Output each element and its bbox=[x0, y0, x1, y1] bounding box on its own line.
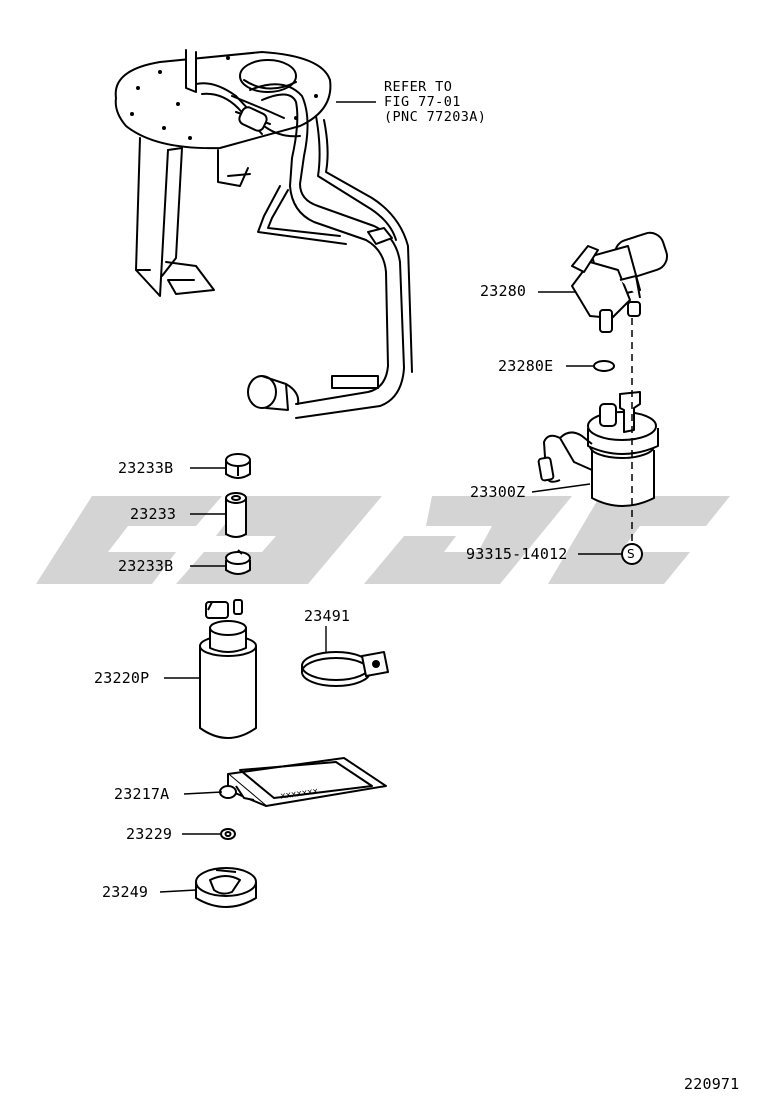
part-label-23233B-top[interactable]: 23233B bbox=[118, 459, 174, 477]
hose-drawing bbox=[225, 492, 247, 538]
fuel-pump-drawing bbox=[199, 599, 257, 739]
part-label-23233B-bottom[interactable]: 23233B bbox=[118, 557, 174, 575]
part-label-23491[interactable]: 23491 bbox=[304, 607, 351, 625]
band-clamp-drawing bbox=[301, 651, 389, 687]
clamp-top-drawing bbox=[225, 453, 251, 479]
pressure-regulator-drawing bbox=[571, 231, 669, 333]
reference-note-line3: (PNC 77203A) bbox=[384, 109, 487, 125]
part-label-23229[interactable]: 23229 bbox=[126, 825, 173, 843]
leader-lines bbox=[159, 101, 622, 893]
reference-note-line2: FIG 77-01 bbox=[384, 94, 461, 110]
reference-note-line1: REFER TO bbox=[384, 79, 453, 95]
sender-gauge-assembly bbox=[114, 49, 413, 419]
part-label-23280[interactable]: 23280 bbox=[480, 282, 527, 300]
clamp-bottom-drawing bbox=[225, 549, 251, 575]
o-ring-drawing bbox=[593, 360, 615, 372]
part-label-23217A[interactable]: 23217A bbox=[114, 785, 170, 803]
part-label-23300Z[interactable]: 23300Z bbox=[470, 483, 526, 501]
part-label-23233[interactable]: 23233 bbox=[130, 505, 177, 523]
fuel-filter-drawing bbox=[537, 391, 659, 507]
pump-filter-drawing bbox=[219, 757, 387, 807]
part-label-23220P[interactable]: 23220P bbox=[94, 669, 150, 687]
clip-drawing bbox=[220, 828, 236, 840]
part-label-93315-14012[interactable]: 93315-14012 bbox=[466, 545, 568, 563]
part-label-23280E[interactable]: 23280E bbox=[498, 357, 554, 375]
diagram-number: 220971 bbox=[684, 1075, 740, 1093]
part-label-23249[interactable]: 23249 bbox=[102, 883, 149, 901]
standard-part-symbol: S bbox=[627, 547, 635, 561]
flange-bolt-holes bbox=[130, 56, 318, 140]
cushion-drawing bbox=[195, 867, 257, 908]
